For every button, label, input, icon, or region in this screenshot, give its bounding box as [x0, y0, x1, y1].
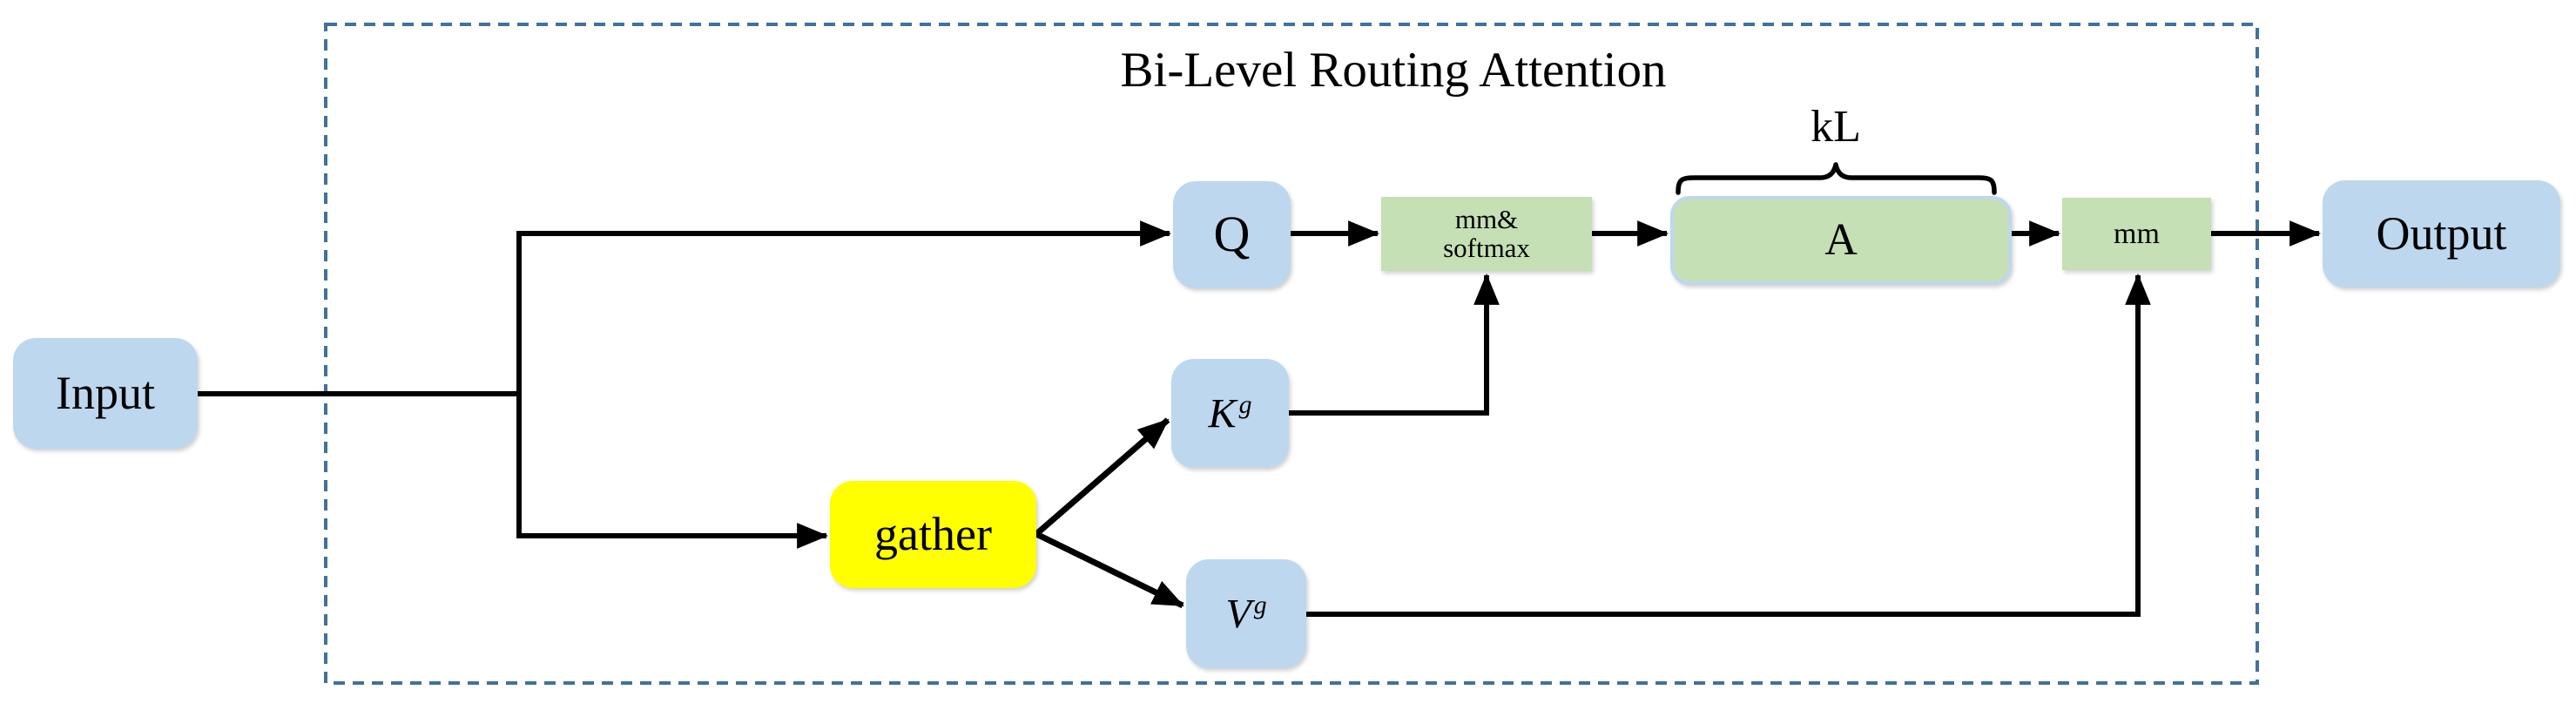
input-label: Input [56, 367, 155, 420]
mm-softmax-node: mm& softmax [1381, 197, 1592, 271]
kl-brace [1676, 162, 1997, 195]
mm-label: mm [2114, 217, 2160, 250]
diagram-title: Bi-Level Routing Attention [1120, 43, 1667, 98]
gather-label: gather [874, 508, 992, 561]
input-node: Input [13, 338, 198, 449]
gather-node: gather [830, 481, 1036, 588]
gathered-key-base: K [1208, 389, 1237, 436]
mm-softmax-label-line1: mm& [1454, 203, 1519, 234]
output-label: Output [2376, 207, 2507, 260]
gathered-value-base: V [1225, 590, 1251, 637]
output-node: Output [2323, 180, 2560, 287]
connector-gather-to-vg [1035, 531, 1184, 609]
module-dashed-border [324, 23, 2259, 685]
gathered-key-superscript: g [1238, 389, 1252, 419]
attention-matrix-label: A [1824, 214, 1858, 265]
query-node: Q [1173, 181, 1291, 288]
connector-gather-to-kg [1034, 417, 1170, 537]
kl-brace-label: kL [1811, 102, 1861, 152]
attention-matrix-node: A [1670, 196, 2012, 285]
query-label: Q [1213, 206, 1251, 263]
connector-vg-to-mm [1306, 273, 2151, 617]
gathered-value-superscript: g [1253, 590, 1267, 619]
mm-softmax-label-line2: softmax [1443, 232, 1530, 263]
connector-kg-to-mmsoftmax [1289, 273, 1500, 416]
mm-node: mm [2062, 198, 2211, 270]
